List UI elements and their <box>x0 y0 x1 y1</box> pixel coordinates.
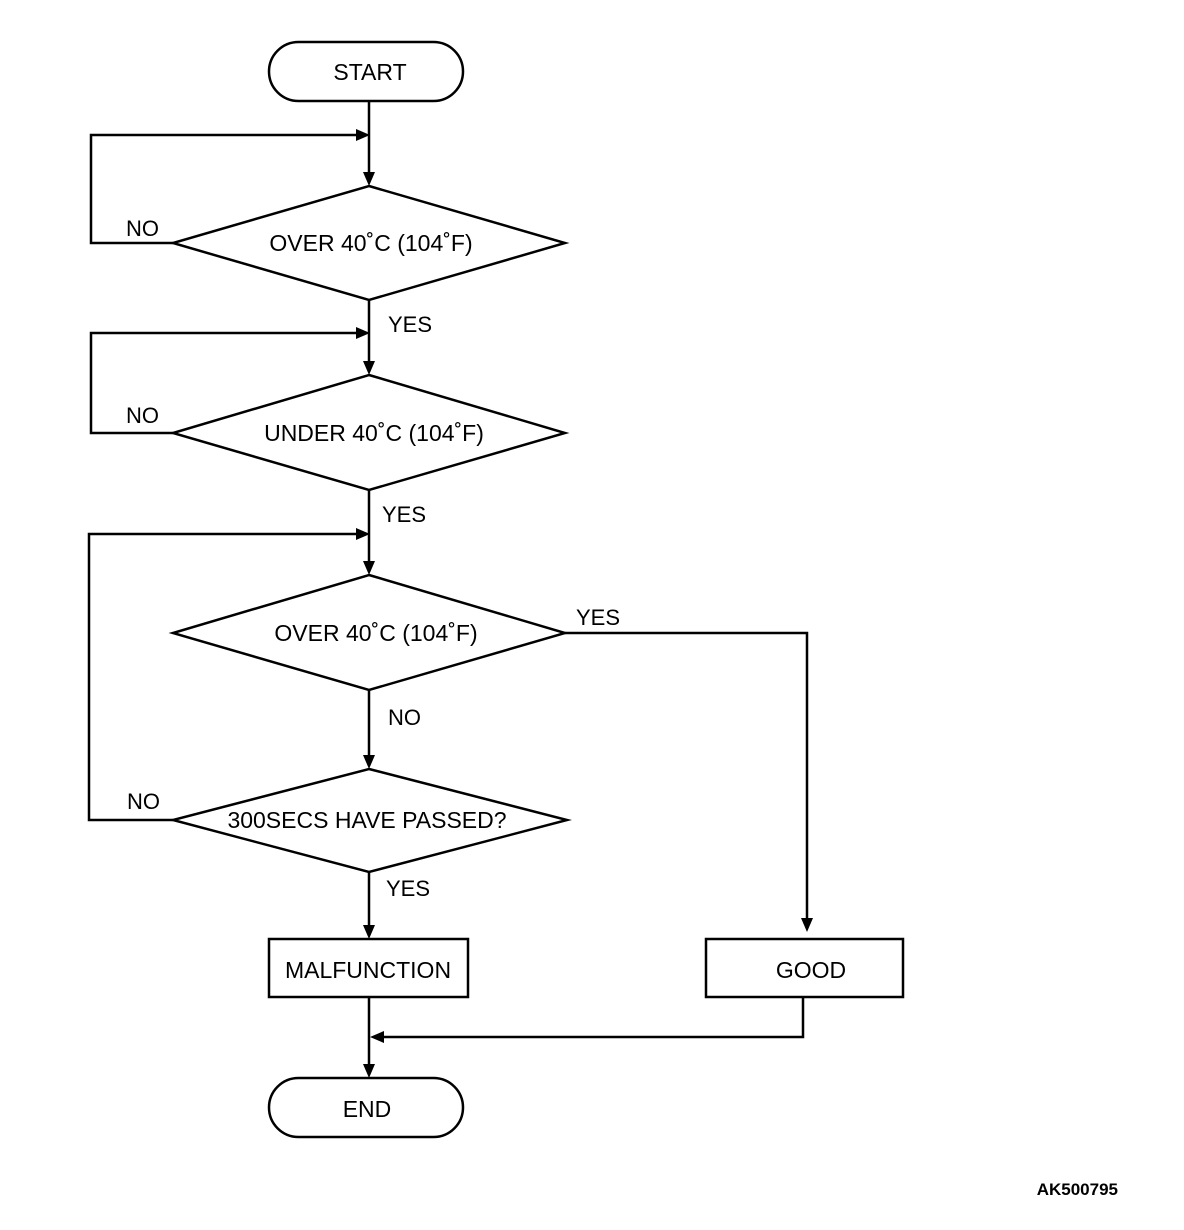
arrowhead <box>363 361 375 375</box>
start-terminal: START <box>267 40 465 103</box>
decision-under-40c: UNDER 40˚C (104˚F) <box>168 373 570 492</box>
arrowhead <box>363 561 375 575</box>
arrowhead <box>370 1031 384 1043</box>
edge-label-yes: YES <box>576 605 620 630</box>
end-label: END <box>343 1096 392 1122</box>
connector-d1-no-loop <box>89 133 358 245</box>
connector-d4-no-loop <box>87 532 358 822</box>
malfunction-shape <box>267 937 470 999</box>
arrowhead <box>363 172 375 186</box>
good-label: GOOD <box>776 957 846 983</box>
connector-good-end <box>382 997 805 1039</box>
arrowhead <box>363 925 375 939</box>
good-shape <box>704 937 905 999</box>
connector-d3-good <box>565 631 809 922</box>
edge-label-yes: YES <box>386 876 430 901</box>
decision-label: OVER 40˚C (104˚F) <box>274 620 477 646</box>
arrowhead <box>363 1064 375 1078</box>
arrowhead <box>363 755 375 769</box>
arrowhead <box>801 918 813 932</box>
edge-labels: NO YES NO YES YES NO NO YES <box>126 216 620 901</box>
start-shape <box>267 40 465 103</box>
edge-label-no: NO <box>126 216 159 241</box>
decision-label: OVER 40˚C (104˚F) <box>269 230 472 256</box>
start-label: START <box>333 59 406 85</box>
decision-over-40c-2: OVER 40˚C (104˚F) <box>168 573 570 692</box>
edge-label-yes: YES <box>382 502 426 527</box>
decision-label: UNDER 40˚C (104˚F) <box>264 420 484 446</box>
arrowhead <box>356 327 370 339</box>
arrowhead <box>356 129 370 141</box>
end-terminal: END <box>267 1076 465 1139</box>
arrowhead <box>356 528 370 540</box>
edge-label-yes: YES <box>388 312 432 337</box>
connector-d2-no-loop <box>89 331 358 435</box>
decision-shape <box>168 573 570 692</box>
edge-label-no: NO <box>126 403 159 428</box>
edge-label-no: NO <box>127 789 160 814</box>
malfunction-box: MALFUNCTION <box>267 937 470 999</box>
decision-shape <box>168 184 570 302</box>
decision-label: 300SECS HAVE PASSED? <box>227 807 506 833</box>
figure-id: AK500795 <box>1037 1180 1118 1199</box>
decision-shape <box>168 373 570 492</box>
end-shape <box>267 1076 465 1139</box>
decision-over-40c-1: OVER 40˚C (104˚F) <box>168 184 570 302</box>
connectors <box>87 101 813 1078</box>
edge-label-no: NO <box>388 705 421 730</box>
decision-300secs-passed: 300SECS HAVE PASSED? <box>168 767 572 874</box>
decision-shape <box>168 767 572 874</box>
good-box: GOOD <box>704 937 905 999</box>
malfunction-label: MALFUNCTION <box>285 957 451 983</box>
